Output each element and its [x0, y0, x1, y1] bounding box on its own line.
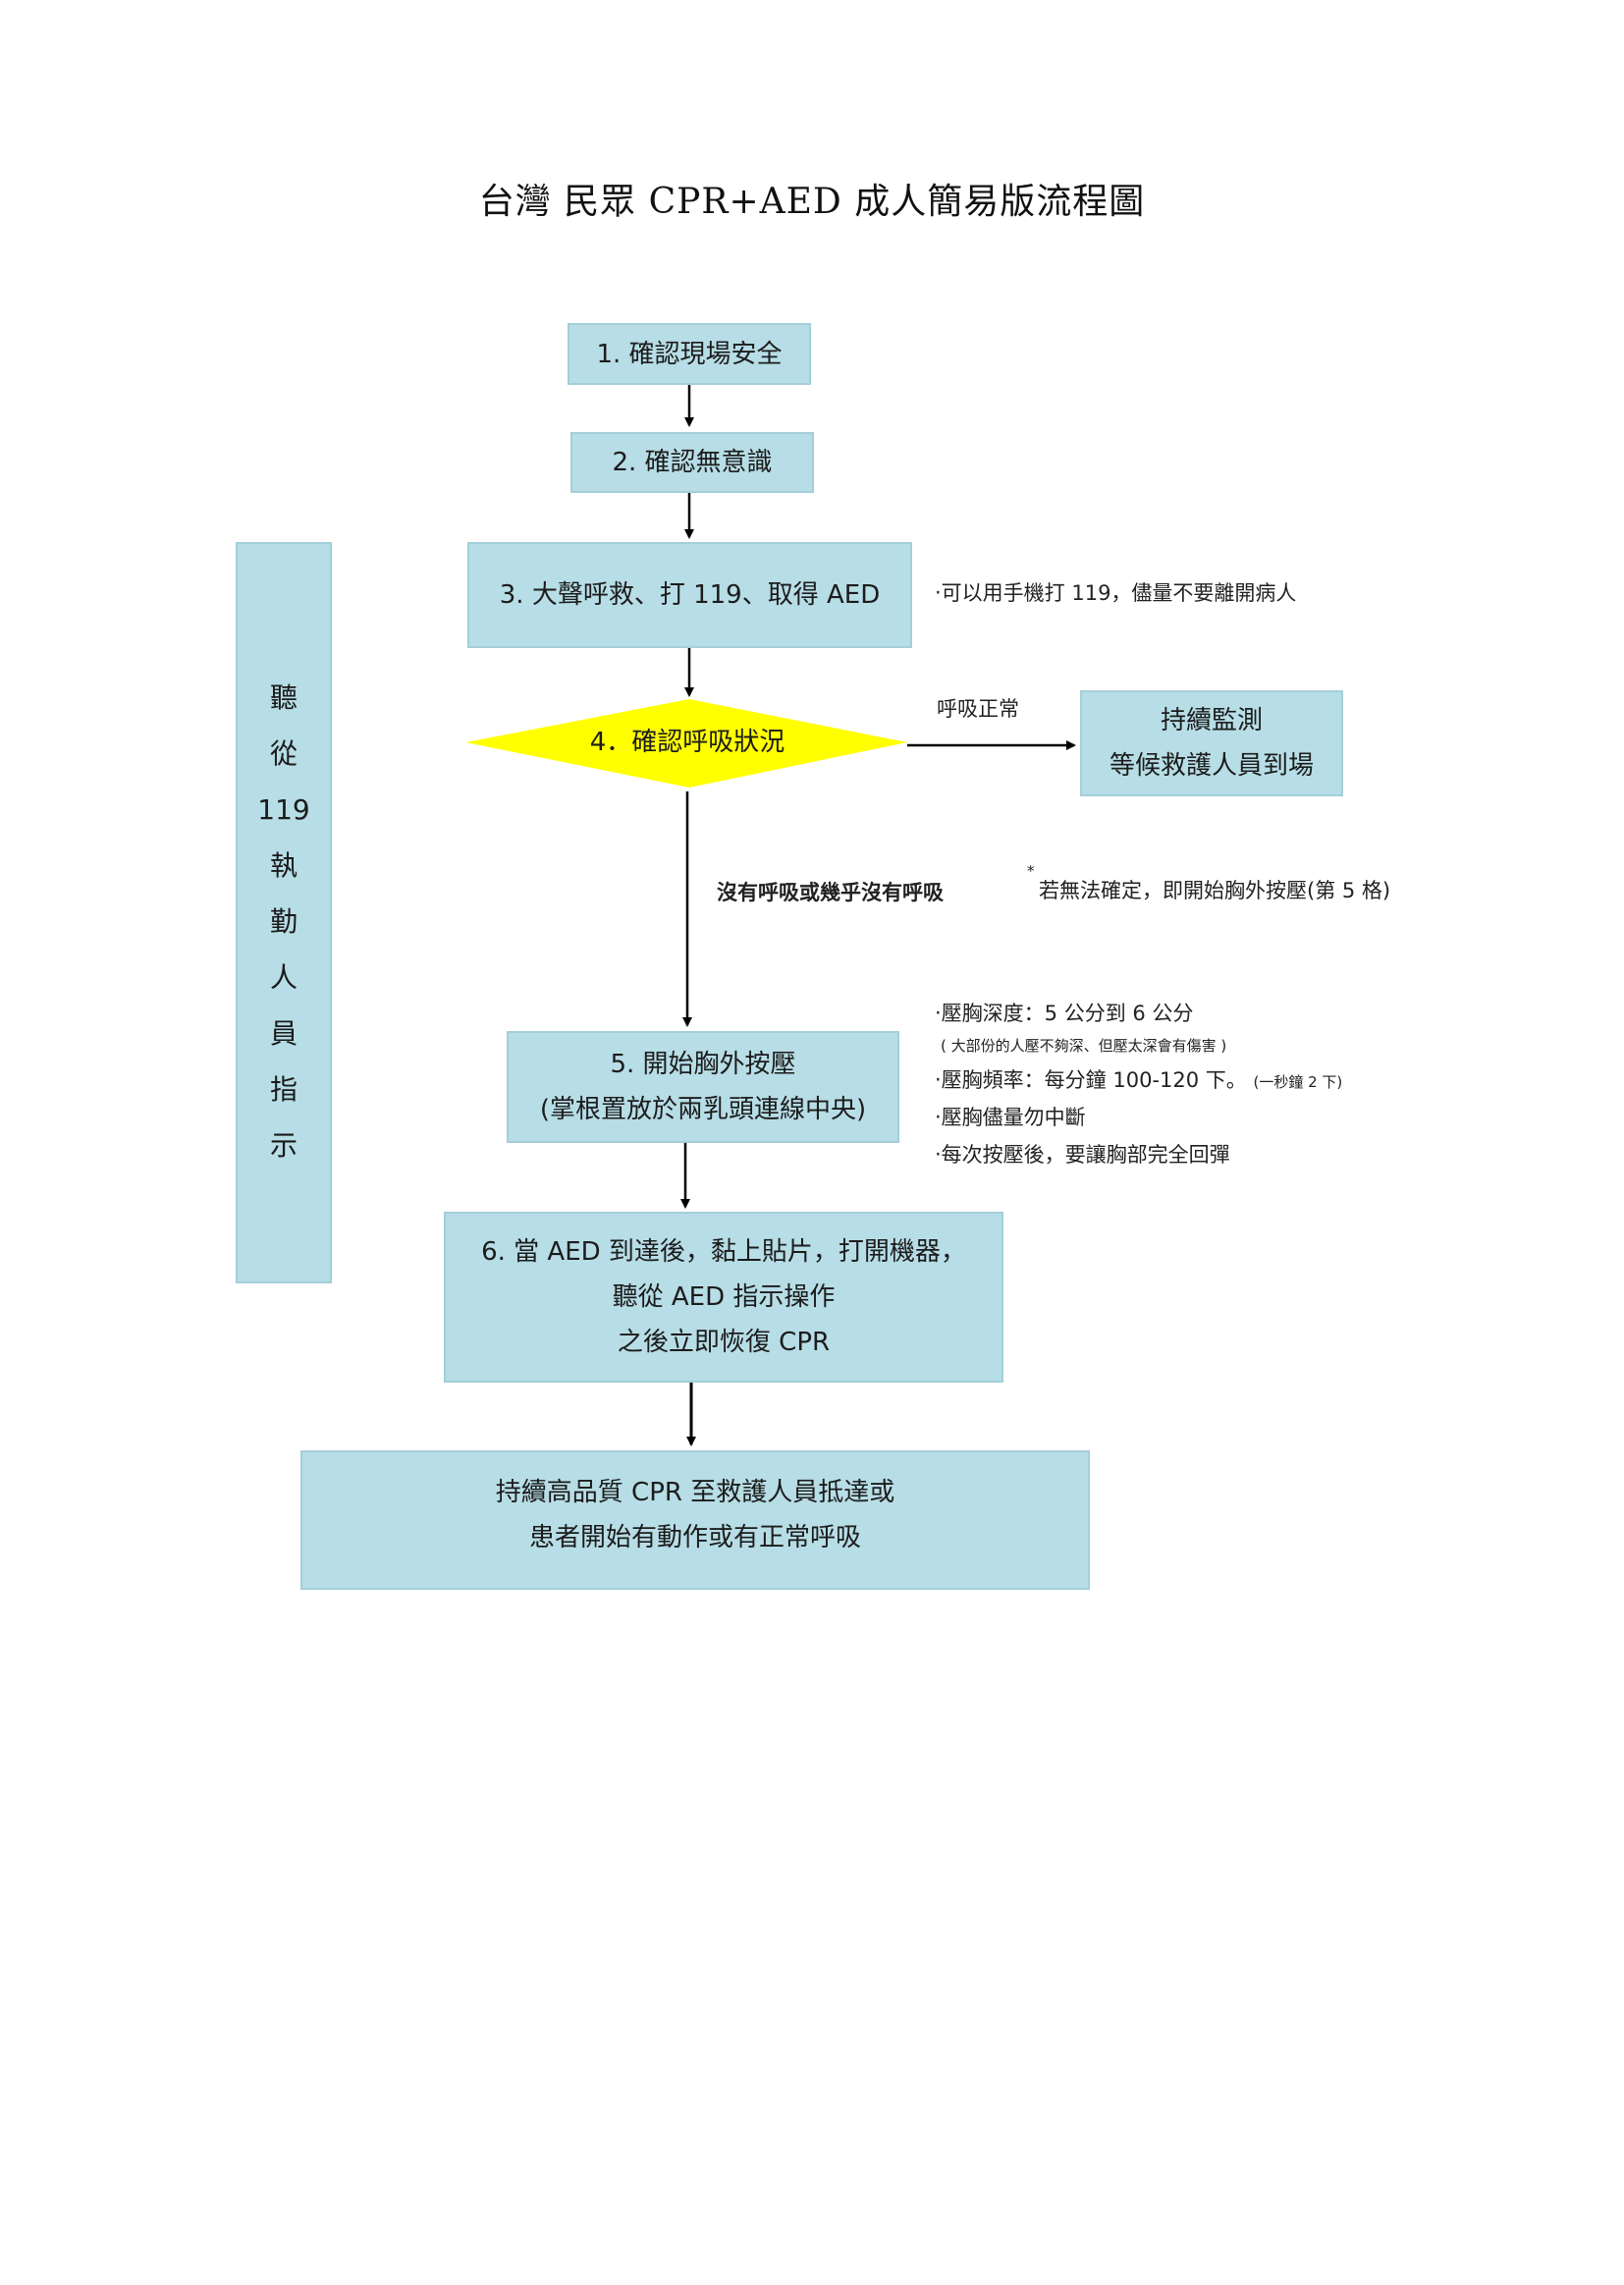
monitor-line-1: 持續監測 — [1160, 706, 1263, 735]
step-1-label: 1. 確認現場安全 — [596, 339, 783, 369]
note-depth-sub: ( 大部份的人壓不夠深、但壓太深會有傷害 ) — [941, 1037, 1227, 1055]
side-char: 勤 — [269, 905, 298, 938]
decision-diamond — [465, 699, 907, 788]
step-6-line-3: 之後立即恢復 CPR — [617, 1328, 831, 1357]
note-rate: ‧壓胸頻率：每分鐘 100-120 下。 (一秒鐘 2 下) — [935, 1064, 1342, 1094]
side-char: 示 — [269, 1129, 298, 1162]
note-no-breathing: 沒有呼吸或幾乎沒有呼吸 — [717, 881, 944, 904]
monitor-box: 持續監測 等候救護人員到場 — [1080, 690, 1343, 796]
note-normal-breathing: 呼吸正常 — [937, 697, 1019, 721]
step-6-line-2: 聽從 AED 指示操作 — [612, 1282, 836, 1312]
side-char: 人 — [269, 961, 298, 994]
final-line-1: 持續高品質 CPR 至救護人員抵達或 — [495, 1478, 895, 1507]
side-char: 員 — [269, 1017, 298, 1050]
note-rate-main: ‧壓胸頻率：每分鐘 100-120 下。 — [935, 1068, 1247, 1092]
side-char: 指 — [269, 1073, 298, 1106]
monitor-line-2: 等候救護人員到場 — [1109, 751, 1314, 781]
note-rate-sub: (一秒鐘 2 下) — [1253, 1073, 1343, 1091]
side-char: 119 — [257, 793, 310, 826]
step-1-box: 1. 確認現場安全 — [568, 323, 811, 385]
step-2-label: 2. 確認無意識 — [612, 448, 773, 477]
note-phone: ‧可以用手機打 119，儘量不要離開病人 — [935, 581, 1297, 605]
final-line-2: 患者開始有動作或有正常呼吸 — [528, 1523, 861, 1552]
note-recoil: ‧每次按壓後，要讓胸部完全回彈 — [935, 1143, 1230, 1167]
step-3-label: 3. 大聲呼救、打 119、取得 AED — [499, 580, 881, 610]
note-depth: ‧壓胸深度：5 公分到 6 公分 — [935, 1002, 1194, 1025]
final-box: 持續高品質 CPR 至救護人員抵達或 患者開始有動作或有正常呼吸 — [300, 1450, 1090, 1590]
side-char: 執 — [269, 849, 298, 882]
note-no-interrupt: ‧壓胸儘量勿中斷 — [935, 1106, 1086, 1129]
note-unsure-star: * — [1027, 862, 1035, 880]
step-4-label: 4．確認呼吸狀況 — [589, 728, 785, 757]
step-5-box: 5. 開始胸外按壓 (掌根置放於兩乳頭連線中央) — [507, 1031, 899, 1143]
step-3-box: 3. 大聲呼救、打 119、取得 AED — [467, 542, 912, 648]
side-char: 聽 — [269, 681, 298, 714]
side-char: 從 — [269, 737, 298, 770]
note-unsure: 若無法確定，即開始胸外按壓(第 5 格) — [1039, 879, 1391, 902]
side-instruction-box: 聽 從 119 執 勤 人 員 指 示 — [236, 542, 332, 1283]
step-2-box: 2. 確認無意識 — [570, 432, 814, 493]
step-5-line-2: (掌根置放於兩乳頭連線中央) — [539, 1095, 867, 1124]
step-6-line-1: 6. 當 AED 到達後，黏上貼片，打開機器， — [481, 1237, 966, 1267]
page-title: 台灣 民眾 CPR+AED 成人簡易版流程圖 — [478, 182, 1146, 222]
step-6-box: 6. 當 AED 到達後，黏上貼片，打開機器， 聽從 AED 指示操作 之後立即… — [444, 1212, 1003, 1383]
step-5-line-1: 5. 開始胸外按壓 — [610, 1050, 796, 1079]
